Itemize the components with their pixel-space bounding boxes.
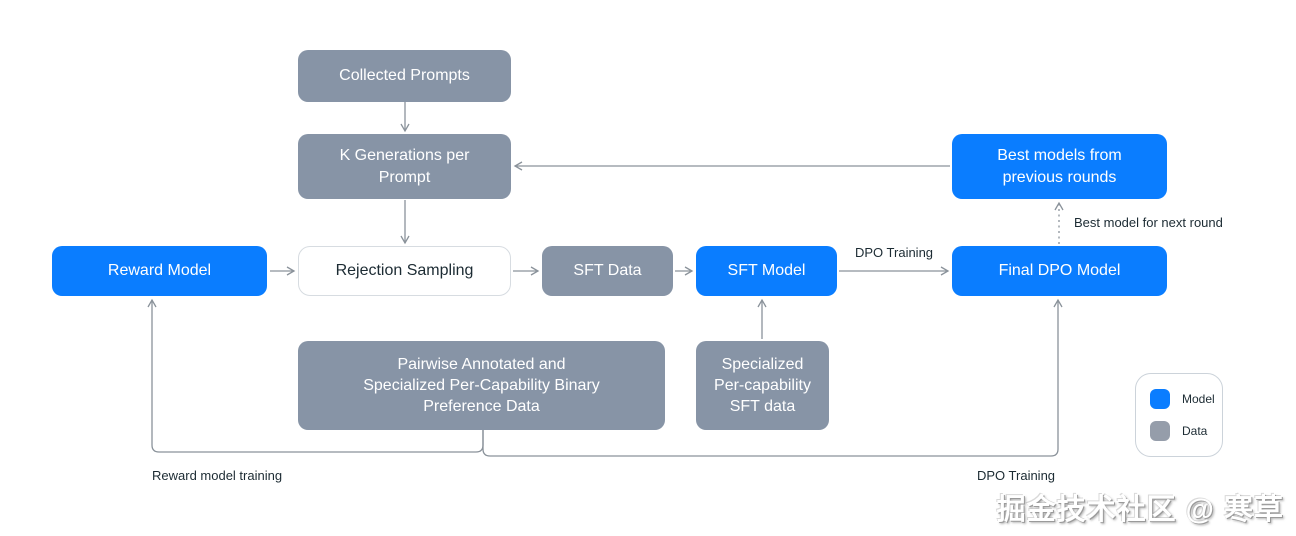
node-label: Final DPO Model	[998, 262, 1121, 280]
node-label: SFT Data	[573, 262, 642, 280]
label-reward-model-training: Reward model training	[152, 468, 283, 483]
node-label: Reward Model	[107, 262, 212, 280]
node-sft-data: SFT Data	[542, 246, 673, 296]
node-reward-model: Reward Model	[52, 246, 267, 296]
legend-label-data: Data	[1182, 424, 1208, 438]
legend-row-data: Data	[1150, 421, 1222, 441]
label-dpo-training-top: DPO Training	[855, 245, 934, 260]
label-best-model-next-round: Best model for next round	[1074, 215, 1223, 230]
node-label: Best models from previous rounds	[997, 147, 1122, 186]
edge-pairwise-to-dpo	[482, 298, 1063, 457]
node-pairwise-preference-data: Pairwise Annotated and Specialized Per-C…	[298, 341, 665, 430]
legend-label-model: Model	[1182, 392, 1215, 406]
legend: Model Data	[1135, 373, 1223, 457]
data-color-swatch	[1150, 421, 1170, 441]
node-best-models-previous-rounds: Best models from previous rounds	[952, 134, 1167, 199]
node-final-dpo-model: Final DPO Model	[952, 246, 1167, 296]
node-label: Pairwise Annotated and Specialized Per-C…	[363, 355, 600, 416]
legend-row-model: Model	[1150, 389, 1222, 409]
node-label: Specialized Per-capability SFT data	[714, 355, 811, 416]
node-label: K Generations per Prompt	[339, 147, 470, 186]
node-label: Collected Prompts	[339, 67, 470, 85]
node-rejection-sampling: Rejection Sampling	[298, 246, 511, 296]
node-label: SFT Model	[727, 262, 806, 280]
model-color-swatch	[1150, 389, 1170, 409]
label-dpo-training-bottom: DPO Training	[977, 468, 1056, 483]
node-specialized-sft-data: Specialized Per-capability SFT data	[696, 341, 829, 430]
node-sft-model: SFT Model	[696, 246, 837, 296]
node-label: Rejection Sampling	[335, 262, 474, 280]
node-collected-prompts: Collected Prompts	[298, 50, 511, 102]
watermark: 掘金技术社区 @ 寒草	[996, 494, 1284, 526]
node-k-generations-per-prompt: K Generations per Prompt	[298, 134, 511, 199]
